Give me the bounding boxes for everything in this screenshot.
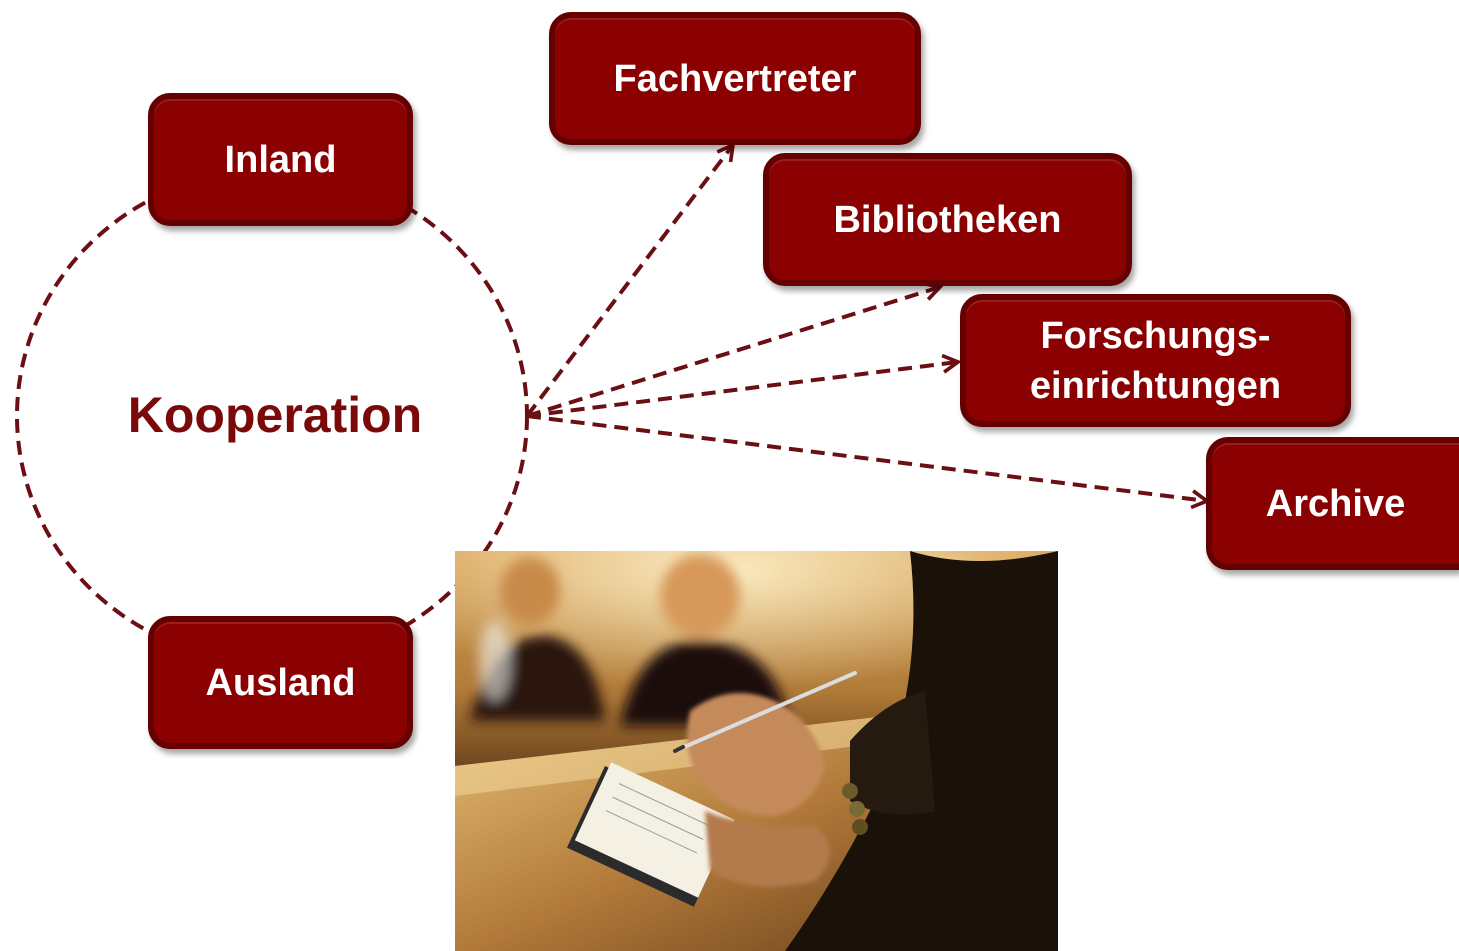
edge-to-forschungseinrichtungen xyxy=(526,362,958,418)
node-fachvertreter-label: Fachvertreter xyxy=(613,57,857,100)
node-inland: Inland xyxy=(148,93,413,226)
node-bibliotheken: Bibliotheken xyxy=(763,153,1132,286)
node-forschungseinrichtungen-label-line1: Forschungs- xyxy=(1040,314,1271,357)
node-ausland: Ausland xyxy=(148,616,413,749)
node-forschungseinrichtungen-label-line2: einrichtungen xyxy=(1029,364,1282,407)
edge-to-archive xyxy=(526,414,1207,501)
node-bibliotheken-label: Bibliotheken xyxy=(833,198,1062,241)
node-fachvertreter: Fachvertreter xyxy=(549,12,921,145)
node-archive-label: Archive xyxy=(1265,482,1406,525)
node-ausland-label: Ausland xyxy=(205,661,356,704)
node-archive: Archive xyxy=(1206,437,1459,570)
node-inland-label: Inland xyxy=(224,138,337,181)
node-forschungseinrichtungen: Forschungs- einrichtungen xyxy=(960,294,1351,427)
hand-writing-notebook-photo xyxy=(455,551,1058,951)
edge-to-fachvertreter xyxy=(525,145,733,418)
center-label-kooperation: Kooperation xyxy=(127,387,423,443)
edge-to-bibliotheken xyxy=(526,287,940,418)
